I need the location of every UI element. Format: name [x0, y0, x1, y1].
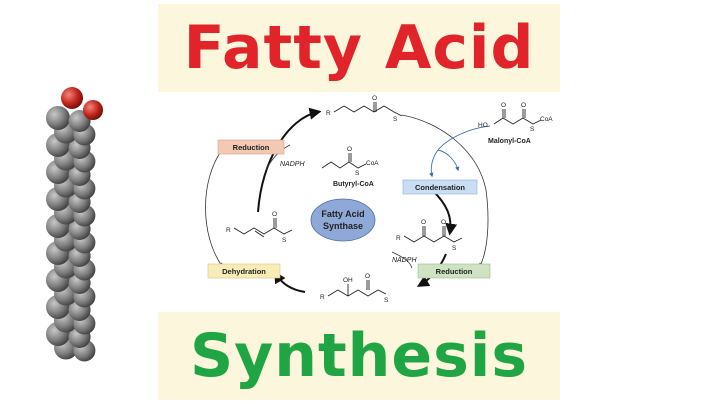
dehydration-box: [207, 263, 281, 279]
atom-o-butyryl: O: [347, 146, 352, 153]
reduction-right-box: [417, 263, 491, 279]
beta-ketoacyl-structure: [403, 226, 463, 243]
atom-coa-malonyl: CoA: [540, 116, 553, 123]
atom-r-top: R: [326, 110, 331, 117]
atom-coa-butyryl: CoA: [366, 160, 379, 167]
malonyl-coa-arrow: [429, 125, 491, 178]
outer-arc-right: [401, 114, 489, 268]
atom-r-enoyl: R: [226, 227, 231, 234]
title-fatty-acid: Fatty Acid: [158, 4, 560, 92]
condensation-label: Condensation: [415, 183, 465, 192]
nadph-top-label: NADPH: [280, 161, 305, 168]
enoyl-structure: [233, 218, 293, 238]
co2-release-arrow: [437, 149, 460, 172]
nadph-arc-top: [265, 144, 291, 171]
atom-s-malonyl: S: [530, 126, 535, 133]
atom-o-malonyl-1: O: [501, 102, 506, 109]
acyl-chain-top-structure: [333, 102, 403, 117]
reduction-top-box: [217, 139, 285, 155]
beta-hydroxyacyl-structure: [327, 280, 387, 297]
molecule-atom: [61, 87, 83, 109]
reduction-right-label: Reduction: [436, 267, 473, 276]
atom-o-keto-1: O: [421, 219, 426, 226]
atom-s-hydroxy: S: [384, 297, 389, 304]
atom-o-enoyl: O: [272, 211, 277, 218]
nadph-right-label: NADPH: [392, 257, 417, 264]
outer-arc-left: [205, 149, 223, 267]
atom-ho-malonyl: HO: [478, 122, 488, 129]
atom-o-malonyl-2: O: [521, 102, 526, 109]
enzyme-label-line2: Synthase: [323, 221, 363, 231]
cycle-arrow-dehydration: [274, 270, 306, 293]
butyryl-coa-label: Butyryl-CoA: [333, 181, 374, 188]
fatty-acid-synthase-enzyme: [310, 198, 376, 242]
atom-r-hydroxy: R: [320, 294, 325, 301]
title-synthesis: Synthesis: [158, 312, 560, 400]
atom-o-hydroxy: O: [365, 273, 370, 280]
atom-o-top: O: [372, 95, 377, 102]
nadph-arc-right: [391, 251, 413, 269]
dehydration-label: Dehydration: [222, 267, 266, 276]
molecule-atom: [83, 100, 103, 120]
molecule-atom: [46, 106, 70, 130]
atom-s-keto: S: [452, 245, 457, 252]
atom-s-butyryl: S: [355, 170, 360, 177]
enzyme-label-line1: Fatty Acid: [321, 209, 364, 219]
atom-s-top: S: [393, 116, 398, 123]
condensation-box: [402, 179, 478, 195]
atom-s-enoyl: S: [282, 237, 287, 244]
butyryl-coa-structure: [321, 153, 367, 169]
reduction-top-label: Reduction: [233, 143, 270, 152]
atom-o-keto-2: O: [441, 219, 446, 226]
space-filling-fatty-acid-model-icon: [46, 87, 103, 362]
atom-oh-hydroxy: OH: [343, 277, 353, 284]
atom-r-keto: R: [396, 235, 401, 242]
malonyl-coa-structure: [493, 109, 542, 125]
malonyl-coa-label: Malonyl-CoA: [488, 138, 531, 145]
